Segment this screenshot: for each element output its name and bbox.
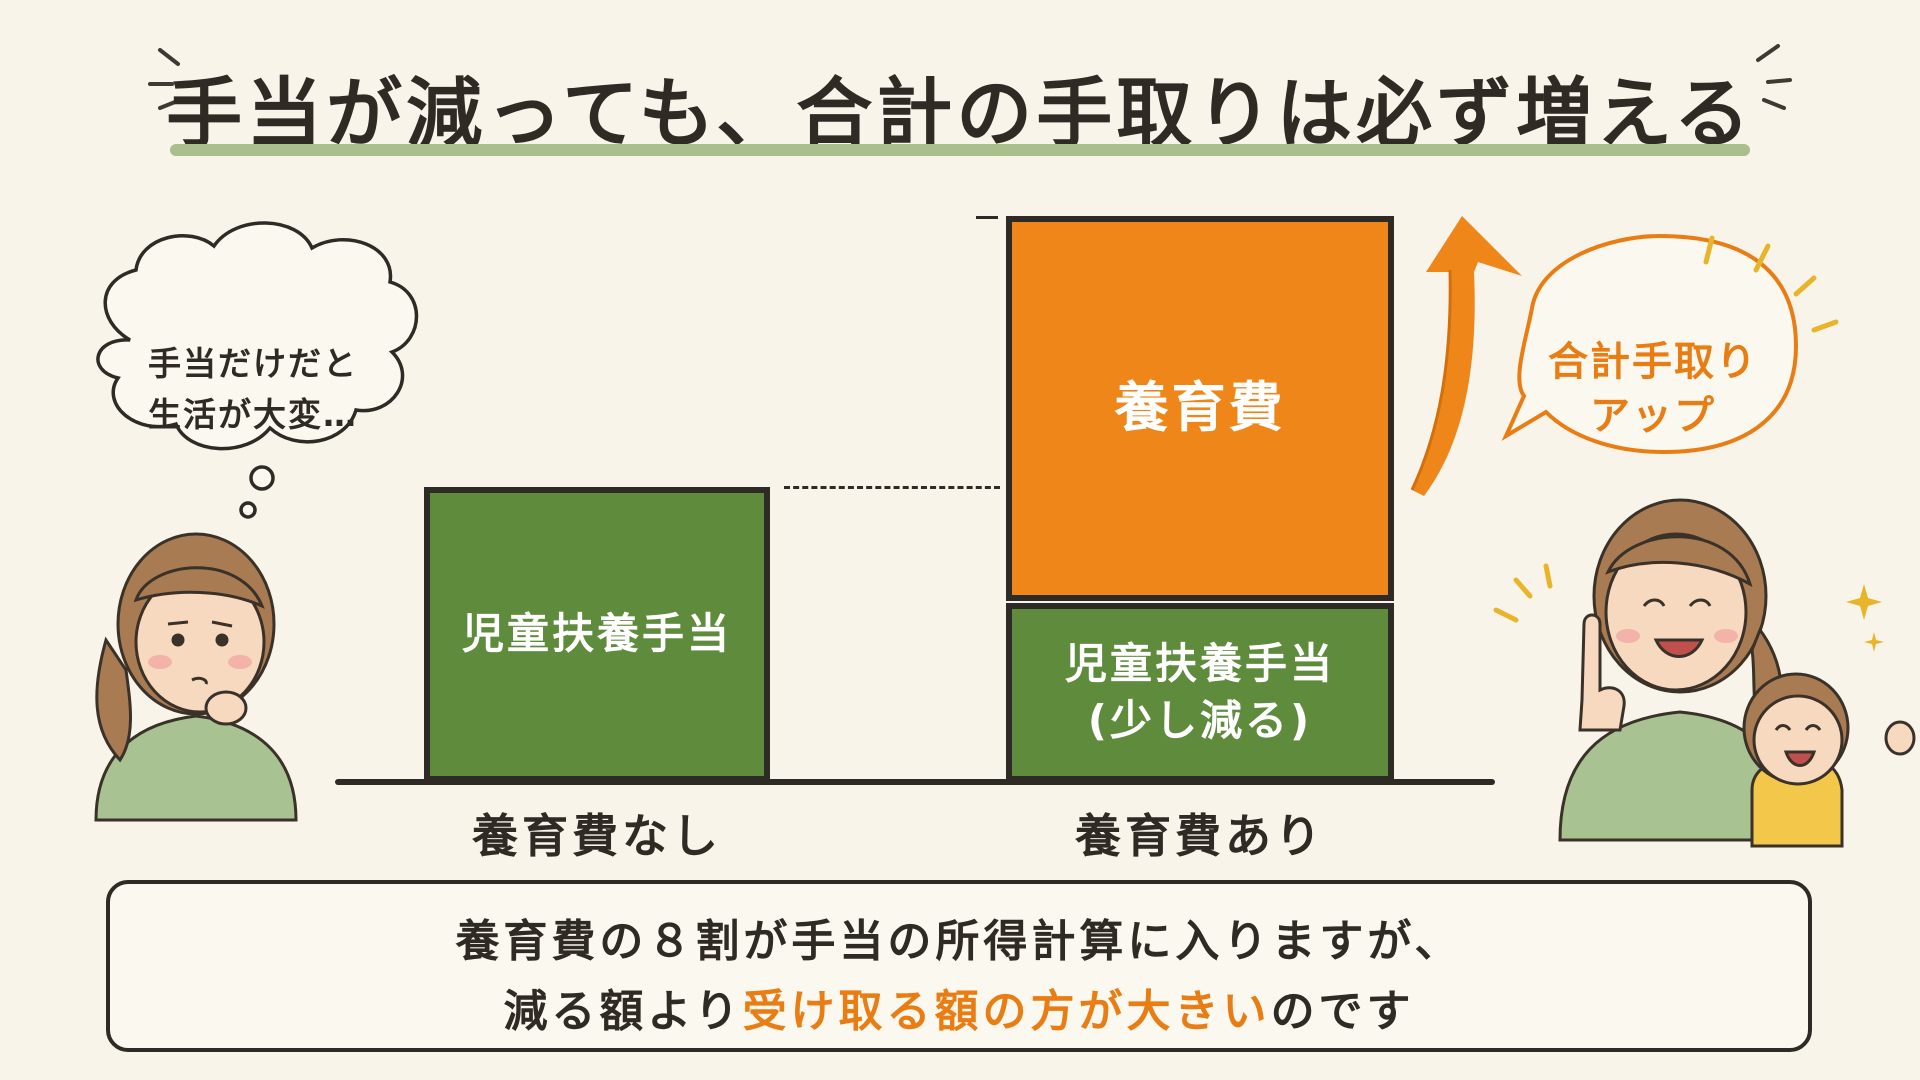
- thought-bubble-text: 手当だけだと 生活が大変…: [118, 338, 388, 440]
- happy-mother-child-illustration: [1558, 498, 1916, 848]
- top-reference-tick: [976, 216, 998, 219]
- summary-note-line-1: 養育費の８割が手当の所得計算に入りますが、: [455, 916, 1463, 967]
- summary-note-box: [106, 880, 1812, 1052]
- thought-line-1: 手当だけだと: [148, 344, 358, 383]
- category-label-right: 養育費あり: [1075, 809, 1325, 863]
- star-sparkle-icon: [1846, 584, 1884, 652]
- speech-bubble-text: 合計手取り アップ: [1528, 335, 1778, 443]
- thought-line-2: 生活が大変…: [148, 395, 358, 435]
- summary-note-text-after: のです: [1270, 986, 1415, 1037]
- sparkle-lines-icon: [1493, 235, 1839, 623]
- category-label-left: 養育費なし: [472, 809, 722, 863]
- summary-note-highlight: 受け取る額の方が大きい: [742, 986, 1271, 1037]
- speech-line-1: 合計手取り: [1548, 339, 1758, 385]
- speech-line-2: アップ: [1590, 393, 1716, 439]
- bar-right-top-label: 養育費: [1114, 376, 1286, 440]
- thought-bubble: [96, 221, 419, 519]
- title-accent-left-icon: [148, 48, 182, 110]
- bar-left-label: 児童扶養手当: [461, 609, 732, 659]
- chart-baseline: [335, 779, 1495, 785]
- speech-bubble: [1501, 233, 1799, 455]
- title-accent-right-icon: [1756, 44, 1792, 110]
- up-arrow-icon: [1410, 216, 1522, 496]
- bar-right-child-allowance: 児童扶養手当 (少し減る): [1006, 603, 1394, 782]
- bar-right-child-support: 養育費: [1006, 216, 1394, 601]
- summary-note-text-before: 減る額より: [503, 986, 743, 1037]
- summary-note-line-2: 減る額より受け取る額の方が大きいのです: [106, 975, 1812, 1039]
- bar-right-bottom-label: 児童扶養手当 (少し減る): [1064, 638, 1335, 745]
- page-title: 手当が減っても、合計の手取りは必ず増える: [166, 69, 1754, 158]
- bar-left-child-allowance: 児童扶養手当: [424, 487, 770, 782]
- level-reference-dashed-line: [784, 486, 1000, 489]
- worried-mother-illustration: [94, 532, 298, 822]
- title-underline: [170, 144, 1750, 156]
